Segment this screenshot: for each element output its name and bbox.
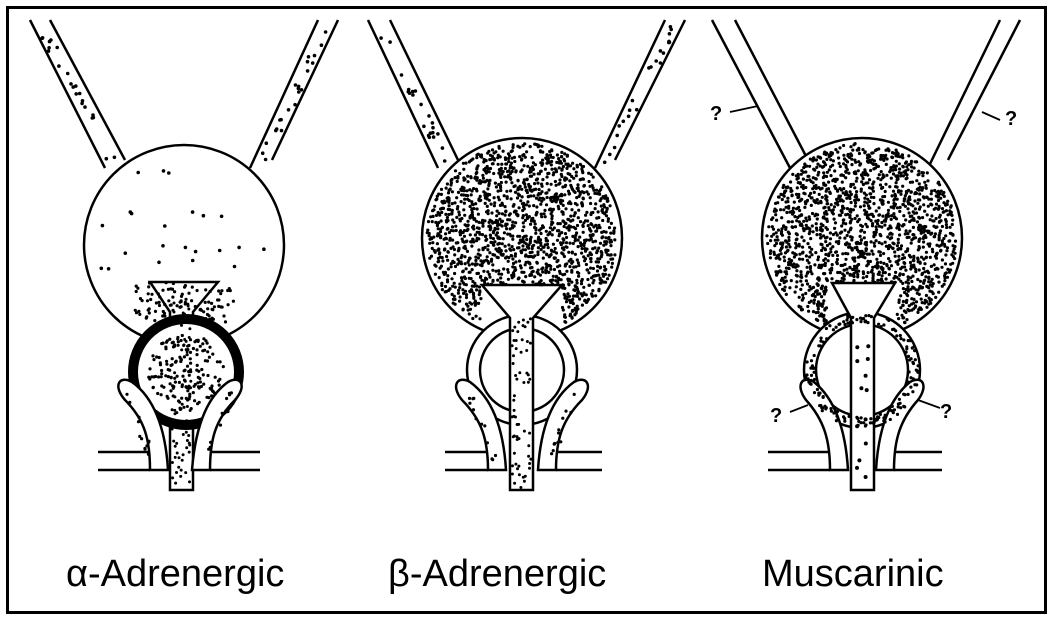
question-mark: ? bbox=[1005, 108, 1017, 130]
question-mark: ? bbox=[940, 401, 952, 423]
label-alpha: α-Adrenergic bbox=[66, 553, 284, 596]
question-mark: ? bbox=[770, 405, 782, 427]
musc-duct-left bbox=[712, 20, 808, 168]
label-beta: β-Adrenergic bbox=[388, 553, 606, 596]
question-mark: ? bbox=[710, 103, 722, 125]
alpha-duct-right bbox=[250, 20, 338, 168]
panel-alpha bbox=[30, 20, 338, 490]
label-muscarinic: Muscarinic bbox=[762, 553, 944, 596]
beta-duct-right bbox=[595, 20, 685, 168]
musc-duct-right bbox=[928, 20, 1020, 168]
